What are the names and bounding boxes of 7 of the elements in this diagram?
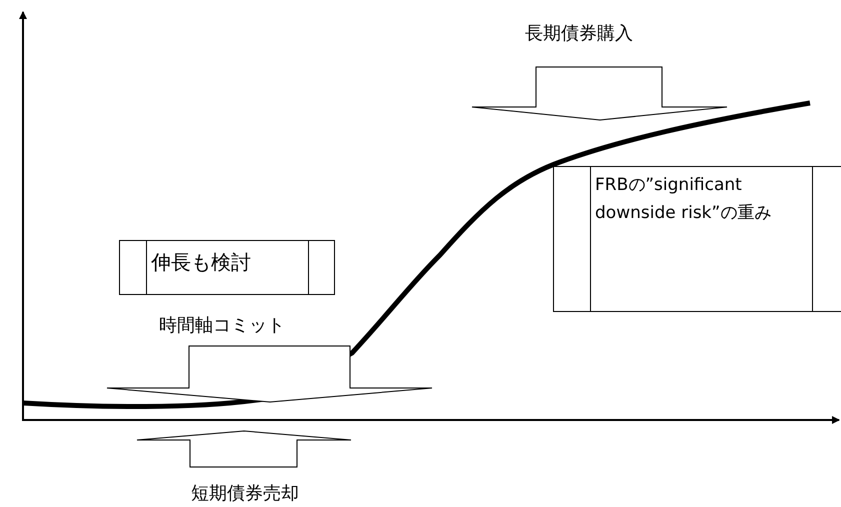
predefined-process-box [119,240,335,295]
predefined-process-box [553,166,841,312]
box-text: FRBの”significant downside risk”の重み [594,174,772,225]
arrow-caption: 長期債券購入 [525,22,633,46]
box-text: 伸長も検討 [150,249,252,276]
arrow-caption: 短期債券売却 [191,482,299,506]
arrow-caption: 時間軸コミット [159,314,285,338]
